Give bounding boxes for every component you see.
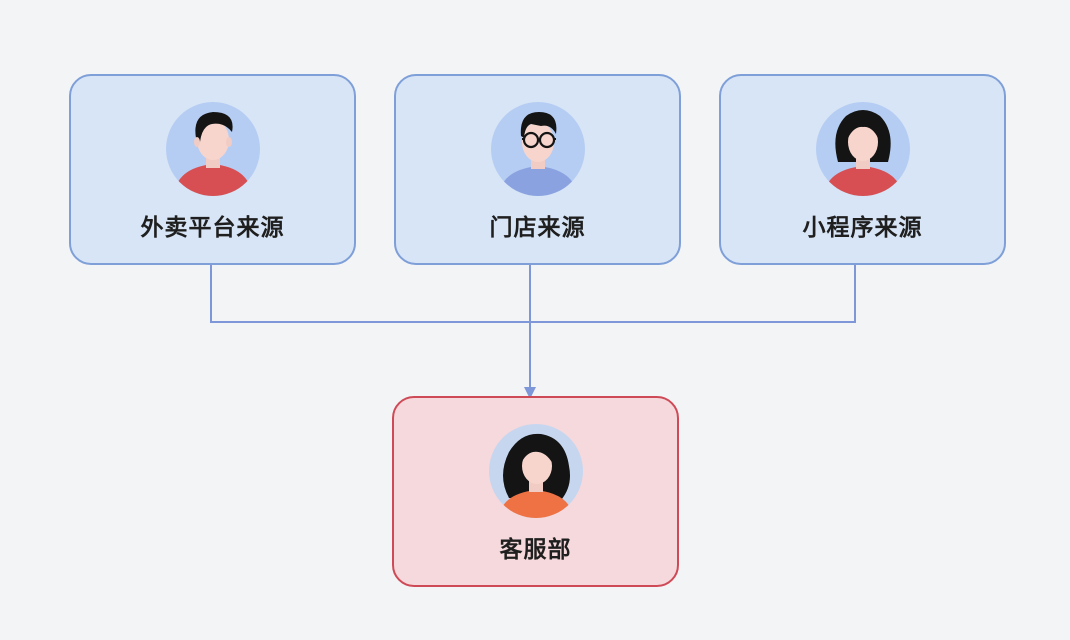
node-store-source: 门店来源: [394, 74, 681, 265]
node-waimai-source: 外卖平台来源: [69, 74, 356, 265]
woman-avatar-icon: [815, 102, 910, 196]
node-service-label: 客服部: [499, 537, 572, 563]
man-avatar-icon: [165, 102, 260, 196]
connector-left: [210, 265, 530, 323]
node-miniprogram-source: 小程序来源: [719, 74, 1006, 265]
node-waimai-label: 外卖平台来源: [140, 215, 285, 241]
node-store-label: 门店来源: [489, 215, 586, 241]
woman-avatar-icon: [488, 424, 583, 518]
node-miniprogram-label: 小程序来源: [802, 215, 923, 241]
man-with-glasses-avatar-icon: [490, 102, 585, 196]
connector-right: [530, 265, 856, 323]
node-customer-service: 客服部: [392, 396, 679, 587]
